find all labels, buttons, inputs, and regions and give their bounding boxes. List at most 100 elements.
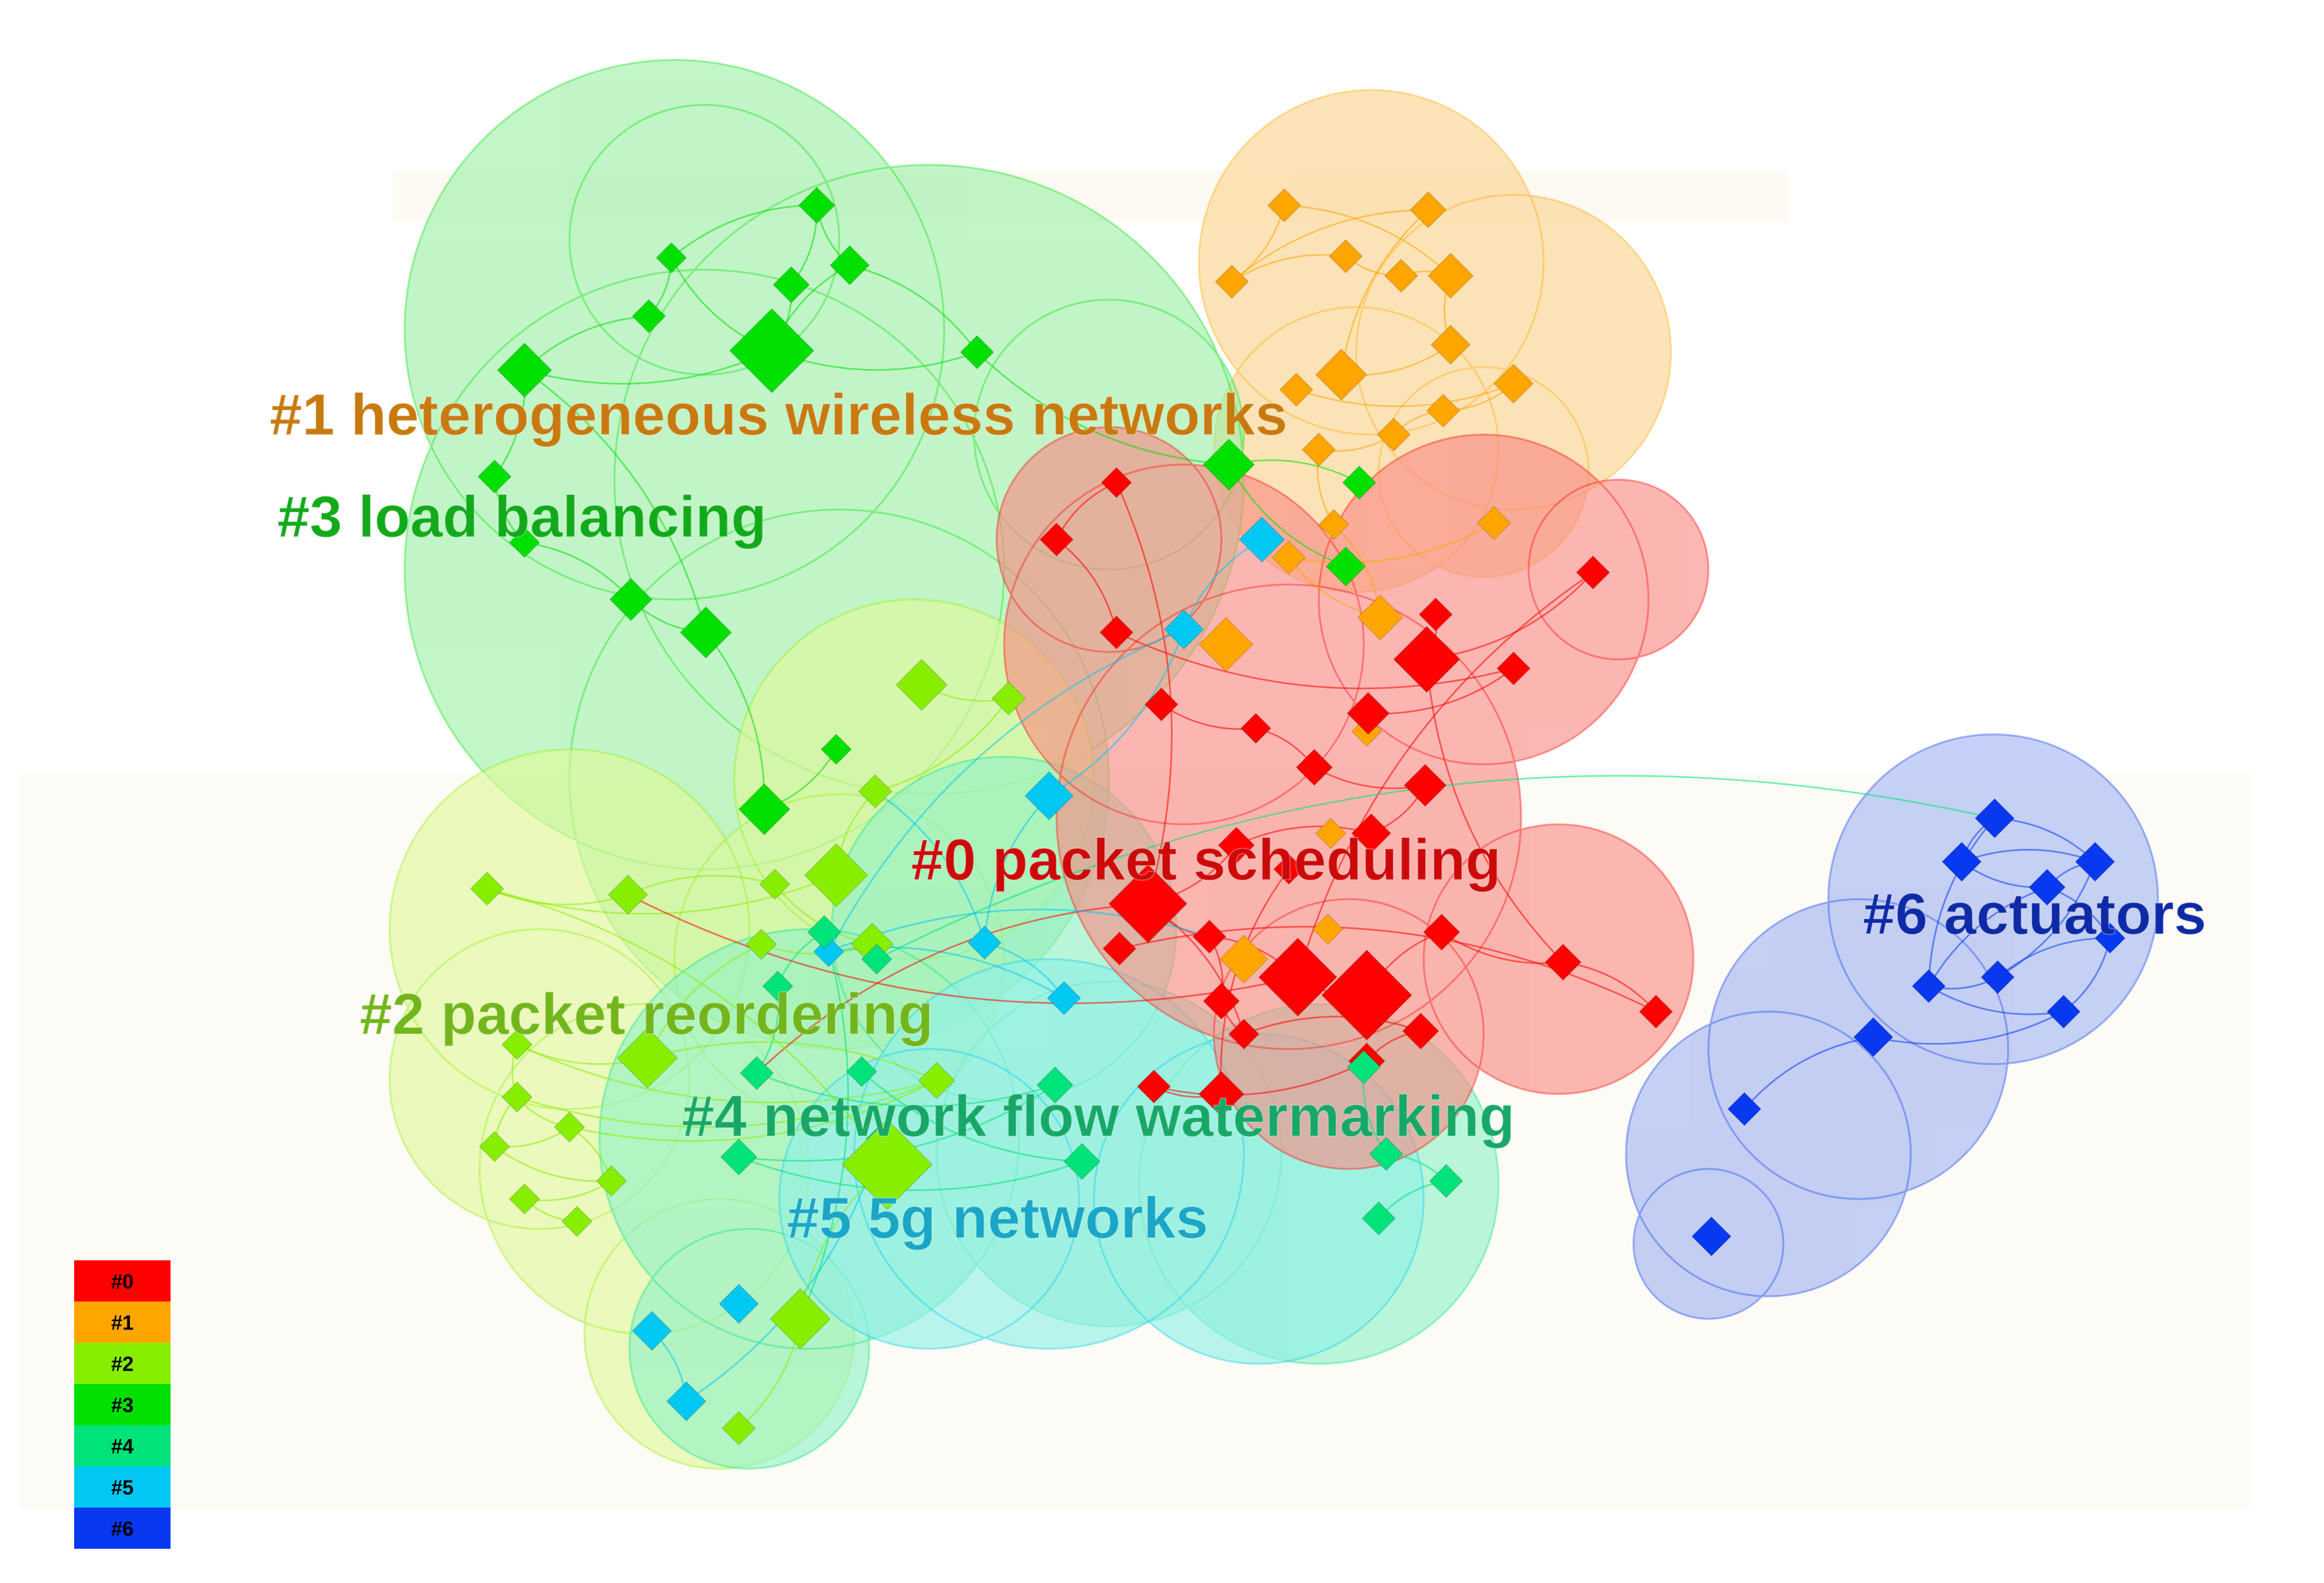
cluster-node	[991, 681, 1026, 716]
cluster-node	[1402, 1012, 1440, 1050]
legend-swatch	[74, 1384, 171, 1425]
cluster-edge	[983, 795, 1050, 943]
cluster-node	[1493, 363, 1534, 404]
cluster-edge	[1997, 861, 2096, 978]
cluster-node	[804, 843, 868, 908]
cluster-node	[895, 659, 948, 711]
cluster-node	[1312, 913, 1344, 945]
cluster-nodes	[470, 186, 2126, 1445]
cluster-node	[1219, 934, 1269, 984]
cluster-node	[631, 1310, 673, 1352]
cluster-node	[1346, 1050, 1381, 1085]
legend-swatch	[74, 1425, 171, 1466]
cluster-node	[1853, 1017, 1894, 1057]
cluster-edge	[849, 264, 978, 353]
cluster-edge	[671, 204, 817, 259]
cluster-node	[1215, 264, 1249, 299]
cluster-node	[1727, 1092, 1762, 1127]
legend-label: #3	[111, 1394, 134, 1417]
cluster-node	[1429, 1163, 1464, 1198]
cluster-node	[470, 871, 505, 906]
cluster-edge	[1928, 817, 1996, 986]
cluster-edge	[1228, 464, 1346, 567]
cluster-node	[1376, 417, 1411, 452]
cluster-edge	[1055, 539, 1118, 633]
cluster-edge	[1153, 1060, 1367, 1096]
cluster-node	[762, 970, 794, 1002]
cluster-node	[721, 1411, 756, 1445]
cluster-node	[1911, 969, 1946, 1004]
cluster-node	[1320, 949, 1412, 1041]
cluster-node	[1426, 393, 1461, 428]
cluster-node	[1301, 432, 1336, 467]
cluster-node	[858, 774, 893, 809]
cluster-node	[1099, 615, 1134, 650]
legend-item-3: #3	[74, 1384, 171, 1425]
cluster-node	[1198, 616, 1254, 673]
cluster-node	[561, 1205, 593, 1237]
cluster-node	[1198, 1071, 1245, 1118]
legend-label: #5	[111, 1476, 134, 1499]
cluster-node	[1393, 626, 1461, 694]
cluster-edge	[1296, 382, 1514, 408]
cluster-node	[1544, 943, 1582, 981]
cluster-node	[631, 299, 666, 333]
cluster-node	[967, 925, 1002, 960]
cluster-edge	[1284, 204, 1452, 276]
legend-swatch	[74, 1302, 171, 1343]
cluster-hull	[1625, 734, 2159, 1319]
cluster-edge	[861, 1071, 1082, 1163]
cluster-node	[1315, 817, 1346, 850]
cluster-edge	[1288, 522, 1495, 564]
cluster-node	[759, 869, 791, 900]
cluster-node	[1108, 863, 1188, 944]
cluster-node	[861, 943, 893, 975]
cluster-node	[1941, 841, 1982, 882]
cluster-node	[1575, 555, 1611, 590]
legend-item-0: #0	[74, 1260, 171, 1302]
cluster-label-3: #3 load balancing	[277, 484, 766, 549]
cluster-edge	[569, 1080, 938, 1142]
cluster-label-2: #2 packet reordering	[359, 982, 933, 1047]
cluster-edge	[627, 894, 1298, 1004]
cluster-node	[807, 915, 842, 950]
cluster-edge	[875, 697, 1010, 792]
cluster-node	[846, 1056, 878, 1087]
legend-label: #4	[111, 1435, 134, 1458]
cluster-edge	[524, 369, 707, 633]
cluster-edge	[799, 932, 849, 1319]
cluster-node	[1384, 258, 1419, 294]
cluster-node	[720, 1138, 758, 1176]
cluster-label-6: #6 actuators	[1862, 882, 2206, 947]
cluster-edge	[705, 631, 766, 810]
cluster-node	[1691, 1216, 1732, 1257]
cluster-edge	[1049, 629, 1185, 797]
cluster-node	[738, 783, 791, 836]
cluster-edge	[486, 888, 888, 1165]
cluster-edge	[756, 903, 1148, 1074]
cluster-node	[666, 1381, 707, 1422]
cluster-edge	[738, 1156, 1083, 1191]
cluster-node	[609, 578, 653, 621]
cluster-edge	[874, 791, 986, 943]
cluster-node	[680, 606, 732, 659]
cluster-node	[1102, 931, 1137, 966]
cluster-edge	[1743, 1036, 1874, 1110]
cluster-node	[1430, 324, 1471, 365]
cluster-labels: #0 packet scheduling#1 heterogeneous wir…	[269, 382, 2207, 1251]
legend-swatch	[74, 1508, 171, 1549]
cluster-node	[1217, 826, 1255, 864]
cluster-node	[1980, 960, 2015, 995]
cluster-edge	[1340, 209, 1429, 375]
cluster-node	[655, 242, 687, 274]
cluster-edge	[486, 888, 628, 906]
cluster-hull	[779, 959, 1424, 1364]
cluster-node	[607, 874, 649, 915]
cluster-node	[1144, 687, 1179, 722]
cluster-node	[1279, 372, 1314, 407]
cluster-hull-outline	[995, 426, 1710, 1170]
cluster-node	[1063, 1142, 1101, 1180]
cluster-edge	[976, 351, 1229, 466]
cluster-node	[729, 307, 815, 394]
